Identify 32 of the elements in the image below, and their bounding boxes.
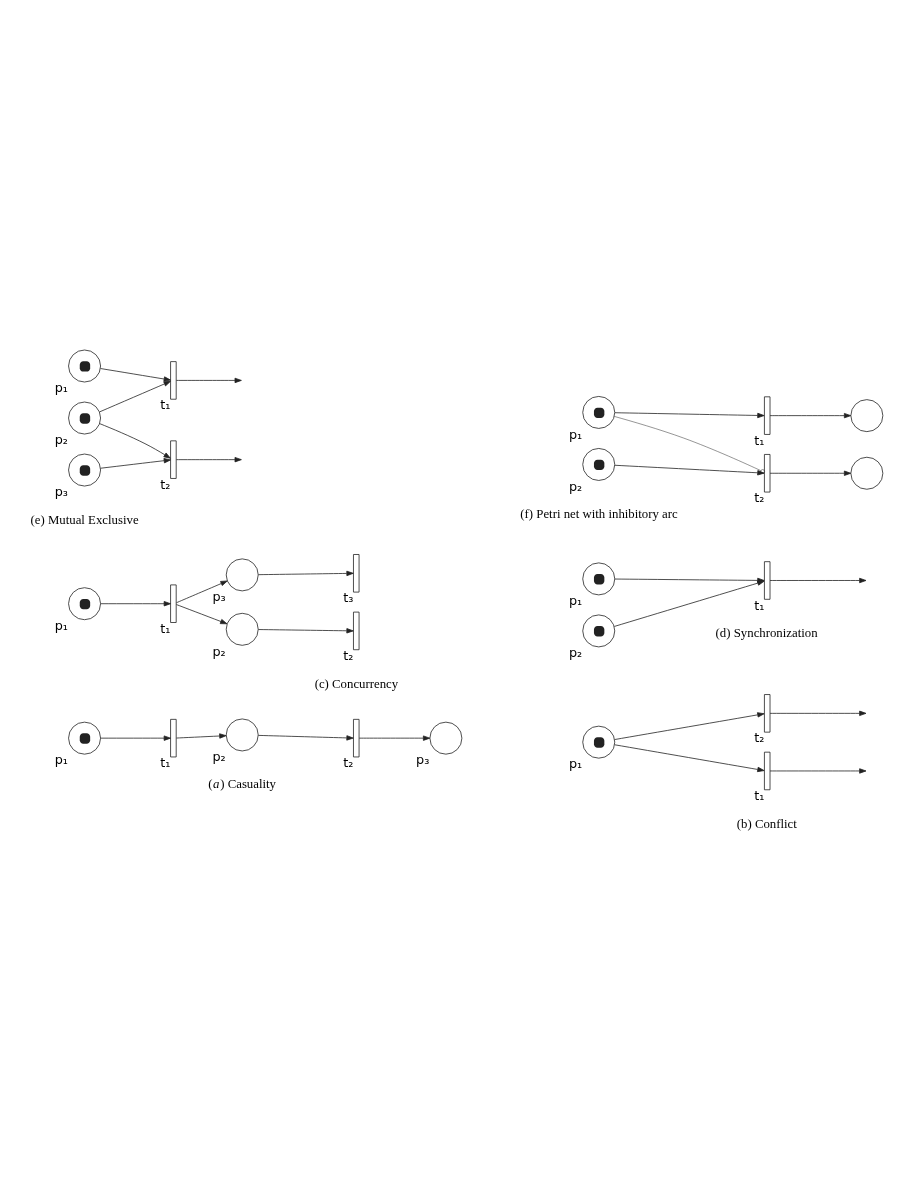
node-label: p₂ [212,643,226,659]
node-label: t₁ [160,754,171,770]
label: (f) Petri net with inhibitory arc [520,506,678,521]
node-label: p₁ [568,426,583,442]
node-label: p₂ [568,644,583,660]
node-label: p₃ [416,751,430,767]
label: (b) Conflict [736,816,797,831]
node-label: t₁ [160,396,171,412]
label: (d) Synchronization [715,625,818,640]
node-label: p₃ [212,588,226,604]
node-label: p₂ [568,478,583,494]
node-label: t₁ [160,620,171,636]
node-label: t₂ [754,489,765,505]
node-label: t₂ [754,729,765,745]
node-label: t₂ [343,754,354,770]
node-label: p₁ [54,617,68,633]
node-label: t₁ [754,432,765,448]
node-label: t₂ [343,647,354,663]
node-label: t₂ [160,476,171,492]
label: (a) Casuality [208,776,277,791]
node-label: p₂ [54,431,68,447]
node-label: t₃ [343,589,354,605]
node-label: p₁ [54,751,68,767]
label: (c) Concurrency [314,676,399,691]
node-label: p₂ [212,748,226,764]
node-label: p₁ [568,592,583,608]
node-label: p₃ [54,483,68,499]
label: (e) Mutual Exclusive [30,512,139,527]
node-label: p₁ [54,379,68,395]
node-label: p₁ [568,755,583,771]
node-label: t₁ [754,597,765,613]
node-label: t₁ [754,787,765,803]
